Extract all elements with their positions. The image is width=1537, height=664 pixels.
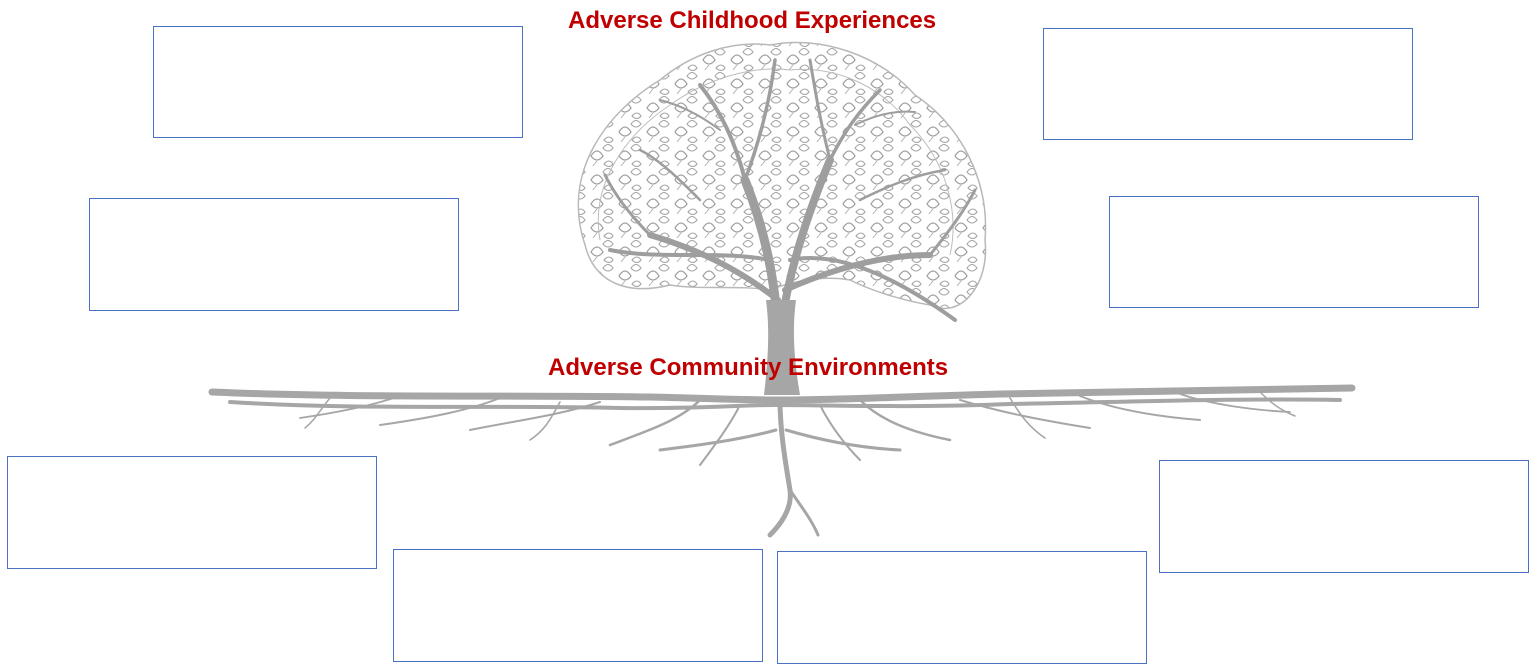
tree-trunk [764,300,800,395]
text-box-7[interactable] [393,549,763,662]
heading-adverse-childhood-experiences: Adverse Childhood Experiences [568,7,937,34]
text-box-5[interactable] [7,456,377,569]
text-box-1[interactable] [153,26,523,138]
text-box-8[interactable] [777,551,1147,664]
text-box-3[interactable] [89,198,459,311]
heading-adverse-community-environments: Adverse Community Environments [548,354,949,381]
text-box-4[interactable] [1109,196,1479,308]
text-box-2[interactable] [1043,28,1413,140]
tree-roots [208,384,1356,538]
tree-canopy [577,41,987,310]
text-box-6[interactable] [1159,460,1529,573]
tree-branches [603,58,977,335]
